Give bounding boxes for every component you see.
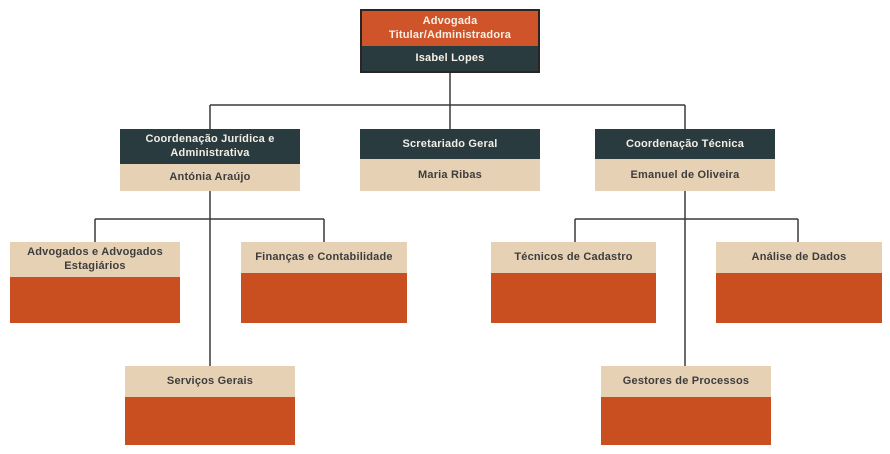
org-node-root: Advogada Titular/Administradora Isabel L… bbox=[360, 9, 540, 73]
empty-body bbox=[601, 397, 771, 445]
org-node-coordenacao-juridica: Coordenação Jurídica e Administrativa An… bbox=[120, 129, 300, 191]
role-title: Advogados e Advogados Estagiários bbox=[10, 242, 180, 277]
person-name: Antónia Araújo bbox=[120, 163, 300, 191]
org-node-tecnicos-cadastro: Técnicos de Cadastro bbox=[491, 242, 656, 323]
role-title: Advogada Titular/Administradora bbox=[362, 11, 538, 46]
org-node-gestores-processos: Gestores de Processos bbox=[601, 366, 771, 445]
empty-body bbox=[10, 276, 180, 323]
empty-body bbox=[125, 397, 295, 445]
org-node-secretariado-geral: Scretariado Geral Maria Ribas bbox=[360, 129, 540, 191]
org-node-coordenacao-tecnica: Coordenação Técnica Emanuel de Oliveira bbox=[595, 129, 775, 191]
empty-body bbox=[491, 273, 656, 323]
role-title: Serviços Gerais bbox=[125, 366, 295, 397]
role-title: Coordenação Técnica bbox=[595, 129, 775, 159]
role-title: Gestores de Processos bbox=[601, 366, 771, 397]
role-title: Finanças e Contabilidade bbox=[241, 242, 407, 273]
role-title: Coordenação Jurídica e Administrativa bbox=[120, 129, 300, 164]
person-name: Maria Ribas bbox=[360, 159, 540, 191]
empty-body bbox=[241, 273, 407, 323]
org-node-financas-contabilidade: Finanças e Contabilidade bbox=[241, 242, 407, 323]
org-node-analise-dados: Análise de Dados bbox=[716, 242, 882, 323]
role-title: Scretariado Geral bbox=[360, 129, 540, 159]
person-name: Isabel Lopes bbox=[362, 45, 538, 71]
role-title: Análise de Dados bbox=[716, 242, 882, 273]
person-name: Emanuel de Oliveira bbox=[595, 159, 775, 191]
role-title: Técnicos de Cadastro bbox=[491, 242, 656, 273]
empty-body bbox=[716, 273, 882, 323]
org-node-servicos-gerais: Serviços Gerais bbox=[125, 366, 295, 445]
org-node-advogados-estagiarios: Advogados e Advogados Estagiários bbox=[10, 242, 180, 323]
